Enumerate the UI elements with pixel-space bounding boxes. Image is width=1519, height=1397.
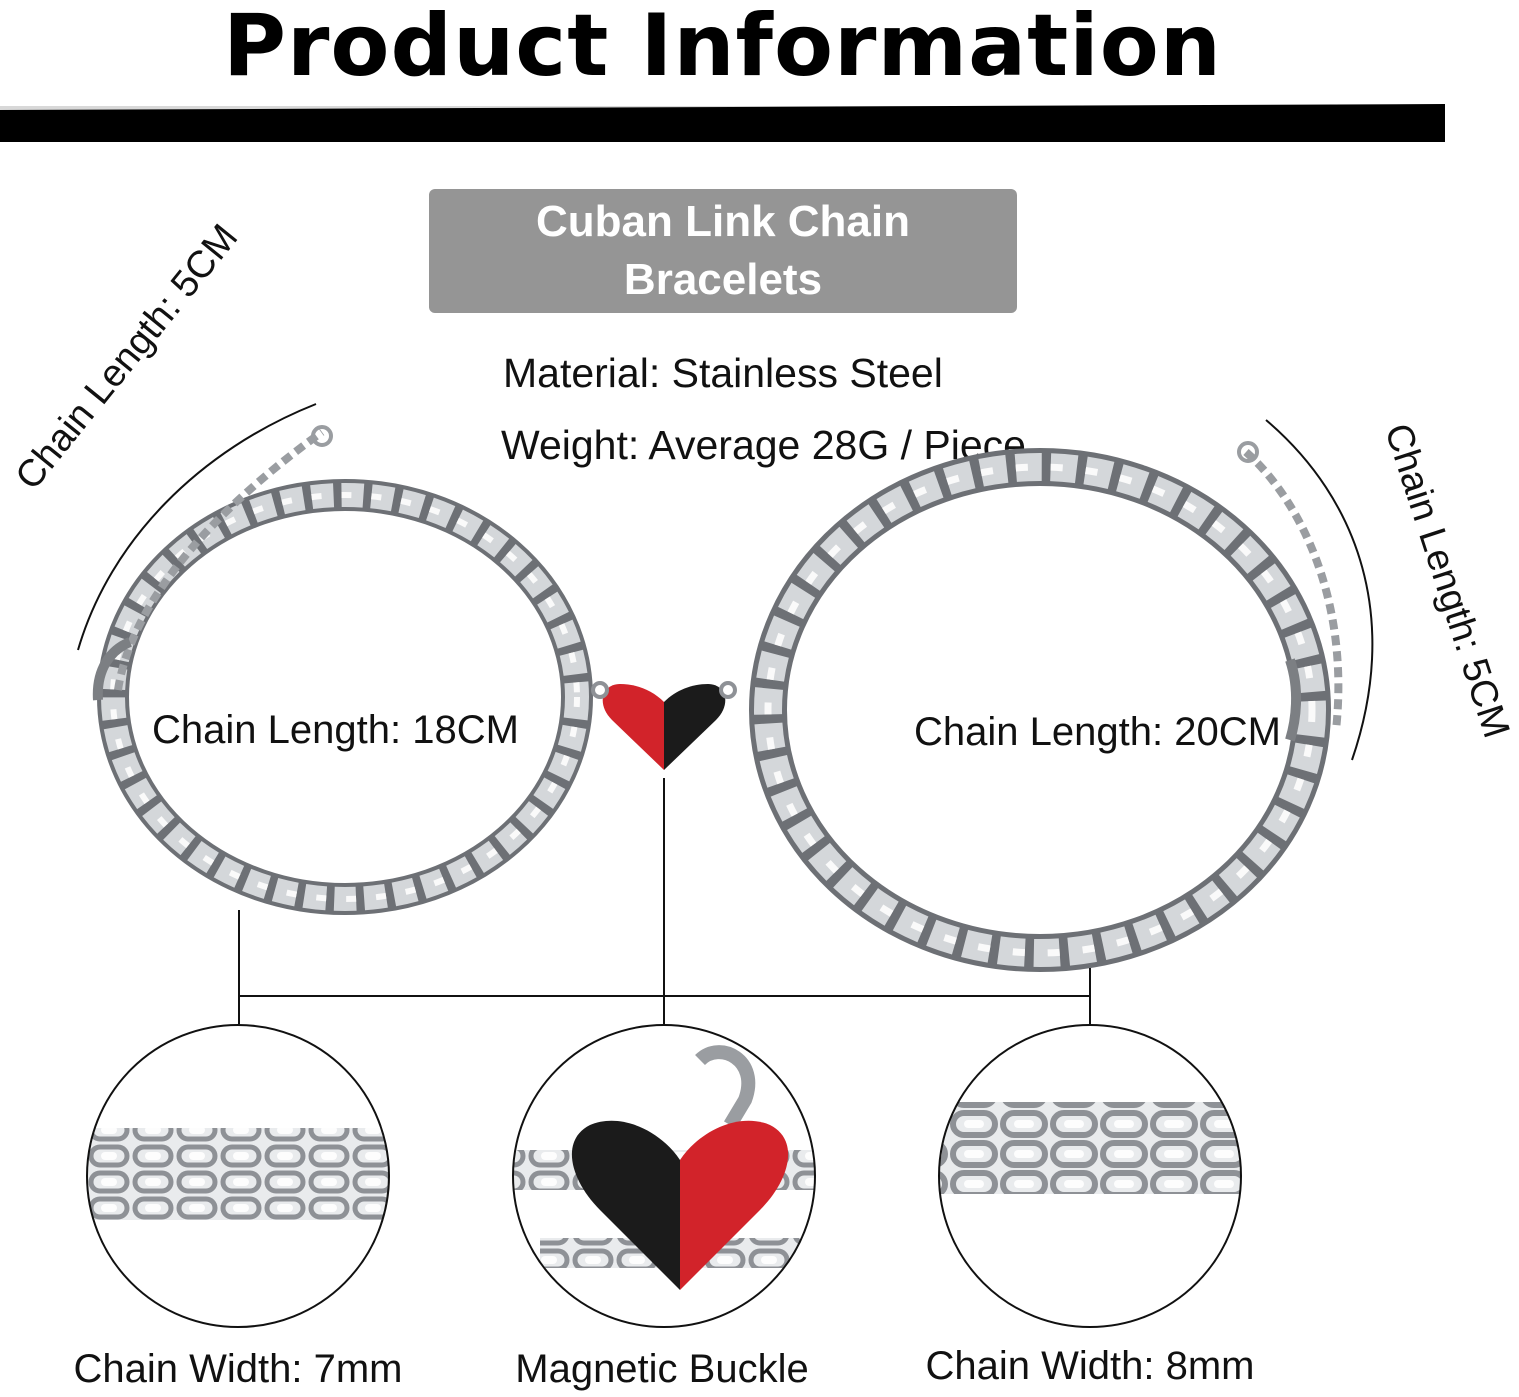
caption-chain-width-8mm: Chain Width: 8mm [925,1344,1255,1388]
right-bracelet [749,448,1331,972]
title-underline-banner [0,104,1445,142]
product-name-line2: Bracelets [623,255,823,304]
left-extender-arc [77,403,317,651]
detail-circle-magnetic-buckle [512,1024,816,1328]
left-extender-chain [92,425,333,701]
left-bracelet [97,479,593,915]
product-name-line1: Cuban Link Chain [536,197,910,246]
caption-chain-width-7mm: Chain Width: 7mm [73,1347,403,1391]
heart-clasp [591,681,737,770]
right-chain-length-label: Chain Length: 20CM [914,710,1281,754]
page-title: Product Information [222,0,1222,96]
right-extender-chain [1237,441,1343,742]
right-extender-arc [1265,419,1374,761]
detail-circle-chain-8mm [938,1024,1242,1328]
connector-lines [238,778,1091,1024]
bracelet-illustration [77,403,1374,1328]
left-chain-length-label: Chain Length: 18CM [152,708,519,752]
weight-spec: Weight: Average 28G / Piece [501,422,1026,468]
material-spec: Material: Stainless Steel [503,350,943,396]
detail-circle-chain-7mm [86,1024,390,1328]
caption-magnetic-buckle: Magnetic Buckle [515,1347,809,1391]
product-name-badge: Cuban Link Chain Bracelets [429,189,1017,313]
